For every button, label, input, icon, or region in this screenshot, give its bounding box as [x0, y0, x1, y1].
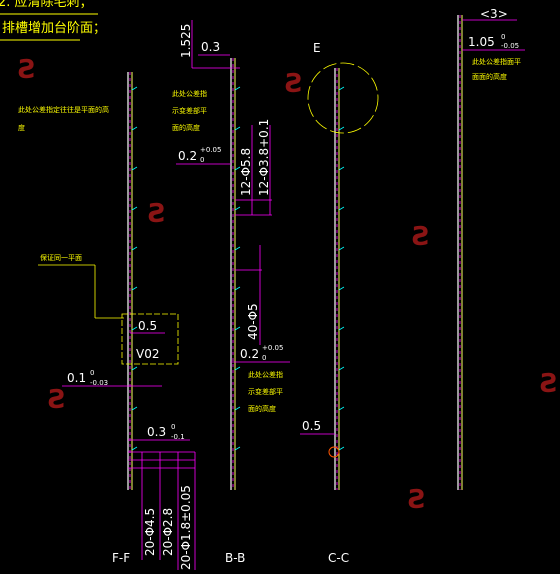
bb-note-1: 此处公差指: [172, 89, 207, 98]
section-b-b: 1.525 0.3 此处公差指 示变差部平 面的高度 0.2 +0.05 0 1…: [172, 20, 290, 565]
ff-dim-20-phi2-8: 20-Φ2.8: [161, 508, 175, 556]
cc-detail-e-label: E: [313, 41, 321, 55]
right-note-2: 面面的高度: [472, 72, 507, 81]
section-f-f: 此处公差指定往往是平面的高 度 保证同一平面 0.5 V02 0.1 0 -0.…: [18, 72, 196, 570]
bb-note-3: 面的高度: [172, 123, 200, 132]
ff-dim-0-3: 0.3: [147, 425, 166, 439]
ff-note-2: 度: [18, 123, 25, 132]
bb-dim-12-phi5-8: 12-Φ5.8: [239, 148, 253, 196]
bb-dim-0-2-top-tol-lower: 0: [200, 156, 204, 164]
header-line-1: 2. 应清除毛刺；: [0, 0, 93, 10]
bb-dim-0-2-bottom-tol-upper: +0.05: [262, 344, 283, 352]
watermark-logo-5: Ƨ: [48, 385, 67, 415]
ff-dim-0-1-tol-lower: -0.03: [90, 379, 108, 387]
bb-note-2: 示变差部平: [172, 106, 207, 115]
bb-dim-0-2-top-tol-upper: +0.05: [200, 146, 221, 154]
header-line-2: 排槽增加台阶面；: [2, 21, 106, 36]
ff-dim-0-3-tol-upper: 0: [171, 423, 175, 431]
bb-note-5: 示变差部平: [248, 387, 283, 396]
ff-v02-label: V02: [136, 347, 159, 361]
right-note-1: 此处公差指面平: [472, 57, 521, 66]
ff-dim-20-phi1-8: 20-Φ1.8±0.05: [179, 485, 193, 570]
watermark-logo-1: Ƨ: [18, 55, 37, 85]
ff-dim-0-1: 0.1: [67, 371, 86, 385]
ff-section-label: F-F: [112, 551, 130, 565]
watermark-logo-2: Ƨ: [285, 69, 304, 99]
right-dim-1-05: 1.05: [468, 35, 495, 49]
bb-dim-1-525: 1.525: [179, 24, 193, 58]
watermark-logo-7: Ƨ: [408, 485, 427, 515]
watermark-logo-6: Ƨ: [540, 369, 559, 399]
watermark-logos: Ƨ Ƨ Ƨ Ƨ Ƨ Ƨ Ƨ: [18, 55, 559, 515]
ff-dim-20-phi4-5: 20-Φ4.5: [143, 508, 157, 556]
section-c-c: E 0.5 C-C: [300, 41, 379, 565]
right-dim-3-boxed: <3>: [480, 7, 508, 21]
right-dim-1-05-tol-lower: -0.05: [501, 42, 519, 50]
ff-dim-0-3-tol-lower: -0.1: [171, 433, 185, 441]
ff-note-1: 此处公差指定往往是平面的高: [18, 105, 109, 114]
bb-dim-0-2-bottom-tol-lower: 0: [262, 354, 266, 362]
ff-note-plane: 保证同一平面: [40, 253, 82, 262]
bb-section-label: B-B: [225, 551, 245, 565]
cc-section-label: C-C: [328, 551, 349, 565]
bb-dim-12-phi3-8: 12-Φ3.8+0.1: [257, 119, 271, 196]
cc-dim-0-5: 0.5: [302, 419, 321, 433]
bb-dim-40-phi5: 40-Φ5: [246, 303, 260, 340]
bb-dim-0-2-top: 0.2: [178, 149, 197, 163]
ff-dim-0-5: 0.5: [138, 319, 157, 333]
bb-dim-0-3: 0.3: [201, 40, 220, 54]
bb-dim-0-2-bottom: 0.2: [240, 347, 259, 361]
section-right: <3> 1.05 0 -0.05 此处公差指面平 面面的高度: [457, 7, 525, 490]
watermark-logo-4: Ƨ: [412, 222, 431, 252]
bb-note-6: 面的高度: [248, 404, 276, 413]
ff-dim-0-1-tol-upper: 0: [90, 369, 94, 377]
right-dim-1-05-tol-upper: 0: [501, 33, 505, 41]
bb-note-4: 此处公差指: [248, 370, 283, 379]
watermark-logo-3: Ƨ: [148, 199, 167, 229]
